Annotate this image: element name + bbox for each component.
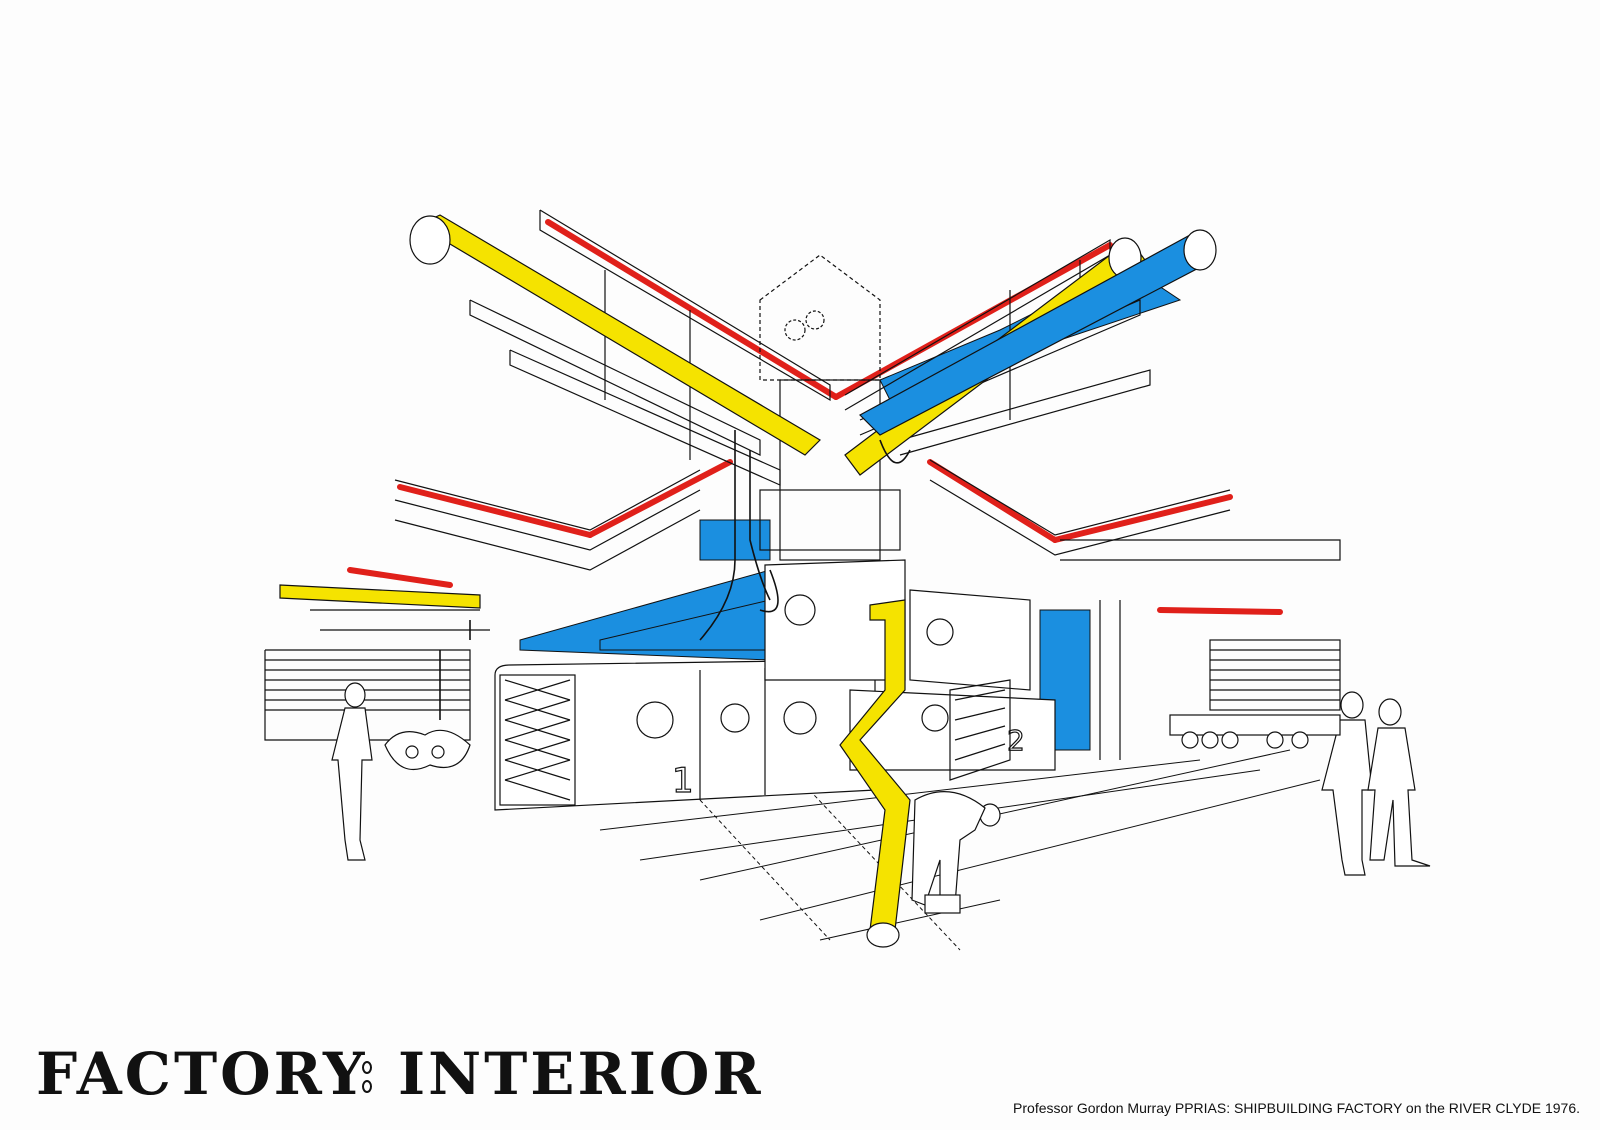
title-factory: FACTORY (36, 1040, 368, 1108)
steel-trusses (264, 209, 1341, 760)
people (331, 682, 1431, 914)
yellow-pipes (279, 214, 1146, 948)
module-pods (494, 559, 1056, 811)
pod-number-2: 2 (1007, 724, 1025, 757)
title-separator-icon (360, 1058, 374, 1098)
title-interior: INTERIOR (398, 1040, 764, 1108)
blue-pipe (859, 229, 1217, 436)
caption: Professor Gordon Murray PPRIAS: SHIPBUIL… (1013, 1100, 1580, 1116)
red-roof-edges (347, 219, 1283, 615)
pod-number-1: 1 (672, 761, 694, 801)
hanging-cables (439, 430, 911, 720)
transport-trailer (1169, 714, 1341, 749)
